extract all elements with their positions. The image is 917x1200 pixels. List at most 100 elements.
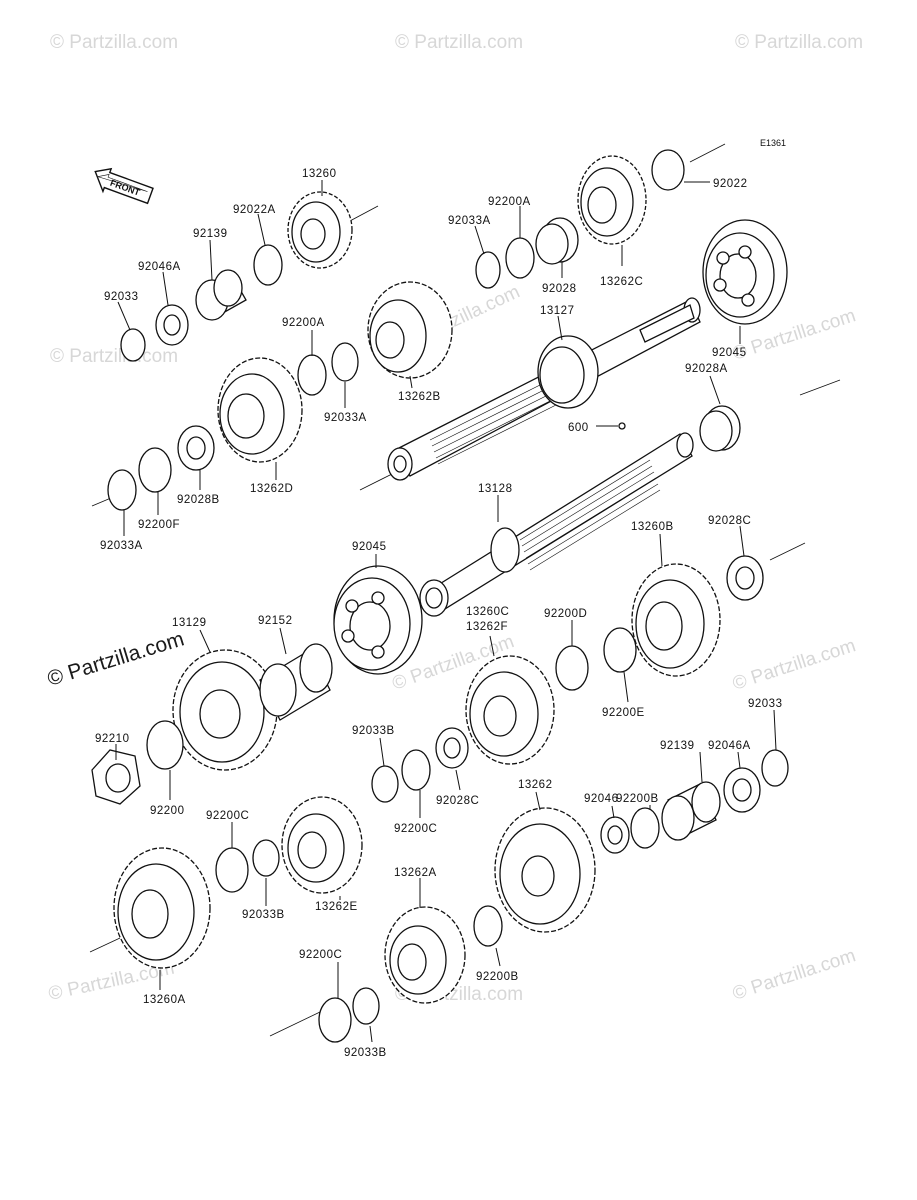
gear-13260 — [287, 191, 353, 269]
washer-92200E — [603, 627, 637, 673]
label-92200F: 92200F — [138, 519, 180, 531]
label-13260: 13260 — [302, 168, 336, 180]
circlip-92033A-mid — [331, 342, 359, 382]
label-92028A: 92028A — [685, 363, 728, 375]
label-13262: 13262 — [518, 779, 552, 791]
circlip-92033A-top — [475, 251, 501, 289]
bushing-92139-top — [195, 269, 247, 321]
label-92033B-mid: 92033B — [352, 725, 395, 737]
washer-92200D — [555, 645, 589, 691]
collar-92152 — [259, 643, 333, 721]
label-13260C: 13260C — [466, 606, 509, 618]
label-92139: 92139 — [193, 228, 227, 240]
label-13260A: 13260A — [143, 994, 186, 1006]
washer-92022 — [651, 149, 685, 191]
watermark: © Partzilla.com — [730, 635, 858, 695]
washers-and-circlips — [107, 149, 789, 1043]
label-92022: 92022 — [713, 178, 747, 190]
label-92200B-low: 92200B — [476, 971, 519, 983]
watermark: © Partzilla.com — [730, 945, 858, 1005]
washer-92200B-right — [630, 807, 660, 849]
shaft-13128 — [419, 432, 694, 617]
label-92210: 92210 — [95, 733, 129, 745]
gear-13129 — [172, 649, 278, 771]
washer-92200F — [138, 447, 172, 493]
watermark: © Partzilla.com — [50, 32, 178, 53]
washer-92200B-low — [473, 905, 503, 947]
label-92028B: 92028B — [177, 494, 220, 506]
label-92200B-right: 92200B — [616, 793, 659, 805]
nut-92210 — [91, 749, 141, 805]
label-92045-top: 92045 — [712, 347, 746, 359]
gear-13262C — [577, 155, 647, 245]
label-13260B: 13260B — [631, 521, 674, 533]
diagram-code: E1361 — [760, 138, 786, 148]
washer-92200A-mid — [297, 354, 327, 396]
washer-92200A-top — [505, 237, 535, 279]
gear-13262D — [217, 357, 303, 463]
label-92033B-low: 92033B — [344, 1047, 387, 1059]
circlip-92033B-mid — [371, 765, 399, 803]
gear-13262E — [281, 796, 363, 894]
leader-lines — [115, 180, 777, 1043]
bushing-92028A — [699, 405, 741, 452]
bearing-92045-mid — [333, 565, 423, 675]
label-13128: 13128 — [478, 483, 512, 495]
gear-13262B — [367, 281, 453, 379]
label-13262B: 13262B — [398, 391, 441, 403]
circlip-92033A-low — [107, 469, 137, 511]
label-92200A: 92200A — [488, 196, 531, 208]
label-13127: 13127 — [540, 305, 574, 317]
label-92028C-mid: 92028C — [436, 795, 479, 807]
circlip-92033-right — [761, 749, 789, 787]
circlip-92033B-low — [352, 987, 380, 1025]
label-92028C-top: 92028C — [708, 515, 751, 527]
needle-bearing-92046A-right — [723, 767, 761, 813]
label-92033-right: 92033 — [748, 698, 782, 710]
label-92033A-low: 92033A — [100, 540, 143, 552]
washer-92200C-mid — [401, 749, 431, 791]
label-92046: 92046 — [584, 793, 618, 805]
washer-92200C-left — [215, 847, 249, 893]
label-13262C: 13262C — [600, 276, 643, 288]
label-600: 600 — [568, 422, 589, 434]
label-92139-right: 92139 — [660, 740, 694, 752]
label-92200C-left: 92200C — [206, 810, 249, 822]
label-92200: 92200 — [150, 805, 184, 817]
needle-bearing-92028B — [177, 425, 215, 471]
watermark: © Partzilla.com — [735, 32, 863, 53]
bushing-92028-top — [535, 217, 579, 265]
gear-13262 — [494, 807, 596, 933]
circlip-92033-top — [120, 328, 146, 362]
label-13262D: 13262D — [250, 483, 293, 495]
label-13262E: 13262E — [315, 901, 358, 913]
label-13262F: 13262F — [466, 621, 508, 633]
gear-13262A — [384, 906, 466, 1004]
washer-92200 — [146, 720, 184, 770]
label-92045-mid: 92045 — [352, 541, 386, 553]
label-92033A: 92033A — [448, 215, 491, 227]
bushing-92139-right — [661, 781, 721, 841]
label-92200E: 92200E — [602, 707, 645, 719]
gear-13260C — [465, 655, 555, 765]
needle-bearing-92046 — [600, 816, 630, 854]
needle-bearing-92028C-top — [726, 555, 764, 601]
label-92152: 92152 — [258, 615, 292, 627]
label-92028: 92028 — [542, 283, 576, 295]
part-labels: 13260 92022A 92139 92046A 92033 92033A 9… — [95, 168, 782, 1059]
bearing-92045-top — [702, 219, 788, 325]
label-92200C-low: 92200C — [299, 949, 342, 961]
label-92200D: 92200D — [544, 608, 587, 620]
needle-bearing-92046A-top — [155, 304, 189, 346]
watermark: © Partzilla.com — [50, 346, 178, 367]
label-13129: 13129 — [172, 617, 206, 629]
label-92033: 92033 — [104, 291, 138, 303]
label-92046A: 92046A — [138, 261, 181, 273]
gear-13260B — [631, 563, 721, 677]
washer-92022A — [253, 244, 283, 286]
watermark-prominent: © Partzilla.com — [45, 627, 187, 690]
washer-92200C-low — [318, 997, 352, 1043]
front-arrow-icon: FRONT — [94, 167, 154, 205]
